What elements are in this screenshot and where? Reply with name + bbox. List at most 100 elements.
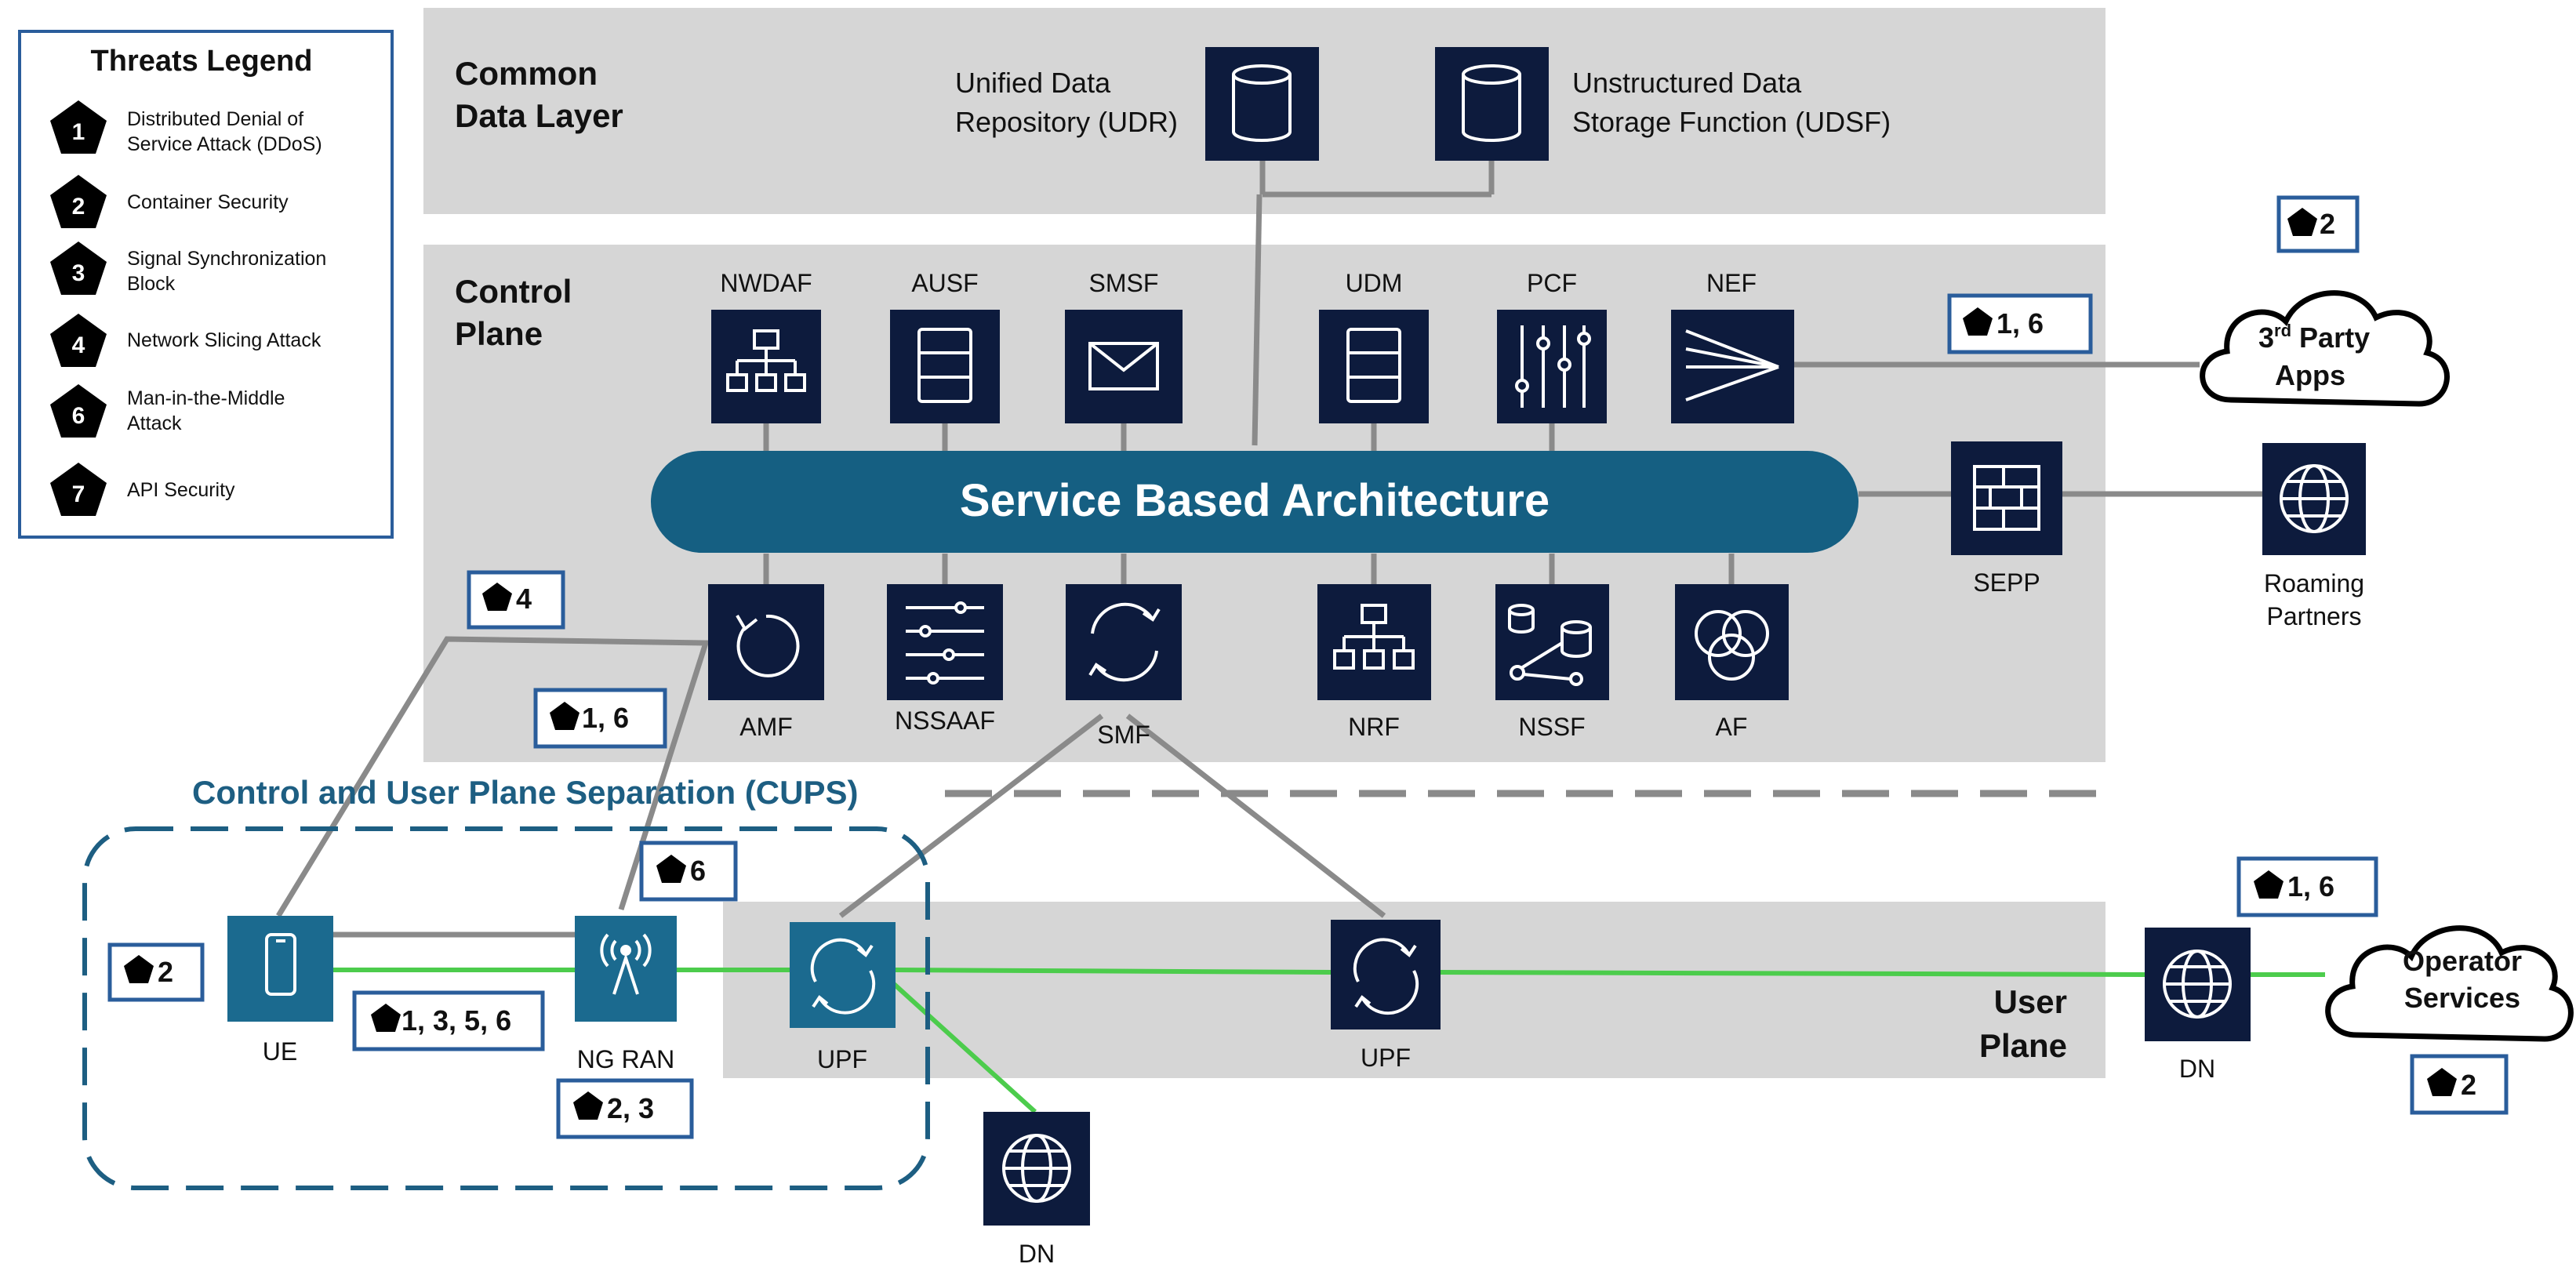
nssf-node[interactable]	[1495, 584, 1609, 700]
operator-label: Operator	[2403, 945, 2522, 977]
pentagon-icon	[50, 384, 107, 438]
ausf-node[interactable]	[890, 310, 1000, 423]
pentagon-icon	[50, 314, 107, 367]
operator-services-cloud[interactable]	[2325, 925, 2574, 1042]
ng-ran-node[interactable]	[575, 916, 677, 1022]
svg-text:Signal Synchronization: Signal Synchronization	[127, 248, 326, 270]
nwdaf-node[interactable]	[711, 310, 821, 423]
threat-tag-radio-link[interactable]: 1, 3, 5, 6	[352, 990, 545, 1051]
legend-item: 2 Container Security	[50, 175, 289, 228]
svg-text:4: 4	[72, 332, 85, 358]
svg-text:1: 1	[72, 119, 85, 145]
udsf-label: Unstructured Data	[1572, 67, 1802, 99]
threat-tag-ngran[interactable]: 2, 3	[556, 1078, 694, 1139]
threat-tag-operator[interactable]: 2	[2410, 1054, 2509, 1115]
legend-item: 7 API Security	[50, 463, 235, 516]
svg-text:2, 3: 2, 3	[607, 1092, 654, 1124]
amf-node[interactable]	[708, 584, 824, 700]
svg-text:API Security: API Security	[127, 479, 235, 501]
threat-tag-slicing[interactable]: 4	[467, 570, 565, 630]
nef-node[interactable]	[1671, 310, 1794, 423]
legend-title: Threats Legend	[91, 45, 313, 78]
udr-label: Unified Data	[955, 67, 1111, 99]
pentagon-icon	[50, 241, 107, 295]
udm-node[interactable]	[1319, 310, 1429, 423]
nrf-label: NRF	[1348, 713, 1400, 741]
ausf-label: AUSF	[911, 269, 978, 297]
common-data-layer-title: Common	[455, 55, 598, 92]
threat-tag-dn-link[interactable]: 1, 6	[2236, 856, 2378, 917]
third-party-apps-cloud[interactable]	[2200, 290, 2450, 407]
database-network-icon	[1508, 604, 1592, 686]
firewall-icon	[1973, 465, 2040, 531]
user-plane-title-2: Plane	[1979, 1027, 2067, 1064]
ng-ran-label: NG RAN	[577, 1045, 674, 1073]
nssf-label: NSSF	[1518, 713, 1585, 741]
svg-text:6: 6	[72, 403, 85, 429]
smartphone-icon	[265, 933, 296, 996]
svg-text:3: 3	[72, 260, 85, 286]
svg-text:Man-in-the-Middle: Man-in-the-Middle	[127, 387, 285, 409]
pentagon-icon	[50, 100, 107, 154]
amf-label: AMF	[739, 713, 793, 741]
svg-text:2: 2	[158, 956, 173, 988]
dn-bottom-node[interactable]	[983, 1112, 1090, 1226]
legend-item: 3 Signal Synchronization Block	[50, 241, 326, 295]
svg-text:Attack: Attack	[127, 412, 182, 434]
ue-label: UE	[263, 1037, 297, 1066]
nssaaf-node[interactable]	[887, 584, 1003, 700]
svg-text:Network Slicing Attack: Network Slicing Attack	[127, 329, 322, 351]
nef-label: NEF	[1706, 269, 1757, 297]
sepp-label: SEPP	[1973, 568, 2040, 597]
sliders-icon	[1515, 325, 1591, 408]
af-label: AF	[1716, 713, 1748, 741]
upf-left-node[interactable]	[790, 922, 896, 1028]
af-node[interactable]	[1675, 584, 1789, 700]
legend-item: 4 Network Slicing Attack	[50, 314, 322, 367]
threat-tag-nef-link[interactable]: 1, 6	[1947, 293, 2093, 354]
udm-label: UDM	[1346, 269, 1403, 297]
server-rack-icon	[917, 328, 972, 403]
user-plane-links	[333, 968, 2325, 1114]
smsf-node[interactable]	[1065, 310, 1183, 423]
pcf-node[interactable]	[1497, 310, 1607, 423]
svg-text:Service Attack (DDoS): Service Attack (DDoS)	[127, 133, 322, 155]
smf-node[interactable]	[1066, 584, 1182, 700]
exposure-fan-icon	[1685, 329, 1779, 401]
roaming-label: Roaming	[2264, 569, 2364, 597]
dn-right-label: DN	[2179, 1055, 2215, 1083]
radio-antenna-icon	[600, 933, 652, 995]
globe-icon	[2280, 464, 2349, 533]
ue-node[interactable]	[227, 916, 333, 1022]
pcf-label: PCF	[1527, 269, 1577, 297]
threat-tag-ue-container[interactable]: 2	[107, 942, 205, 1002]
threat-tag-third-party[interactable]: 2	[2276, 195, 2360, 253]
svg-text:2: 2	[2320, 208, 2335, 240]
common-data-layer-title-2: Data Layer	[455, 97, 623, 134]
sepp-node[interactable]	[1951, 441, 2062, 555]
slider-list-icon	[906, 601, 984, 685]
udr-label-2: Repository (UDR)	[955, 106, 1178, 138]
hierarchy-icon	[726, 329, 806, 392]
udr-node[interactable]	[1205, 47, 1319, 161]
svg-text:Distributed Denial of: Distributed Denial of	[127, 108, 303, 130]
third-party-label: 3rd Party	[2258, 321, 2370, 354]
threat-tag-cups-mitm[interactable]: 6	[639, 841, 738, 902]
nssaaf-label: NSSAAF	[895, 706, 995, 735]
svg-text:Block: Block	[127, 273, 176, 295]
third-party-label-2: Apps	[2275, 359, 2345, 391]
nrf-node[interactable]	[1317, 584, 1431, 700]
svg-text:1, 6: 1, 6	[1996, 307, 2044, 340]
database-icon	[1462, 64, 1521, 142]
threat-tag-amf-link[interactable]: 1, 6	[533, 688, 667, 749]
pentagon-icon	[50, 463, 107, 516]
smf-label: SMF	[1097, 721, 1150, 749]
udsf-node[interactable]	[1435, 47, 1549, 161]
dn-right-node[interactable]	[2145, 928, 2251, 1041]
roaming-partners-node[interactable]	[2262, 443, 2366, 555]
upf-right-node[interactable]	[1331, 920, 1441, 1030]
control-plane-title-2: Plane	[455, 315, 543, 352]
cups-boundary	[82, 826, 930, 1190]
roaming-label-2: Partners	[2267, 602, 2362, 630]
